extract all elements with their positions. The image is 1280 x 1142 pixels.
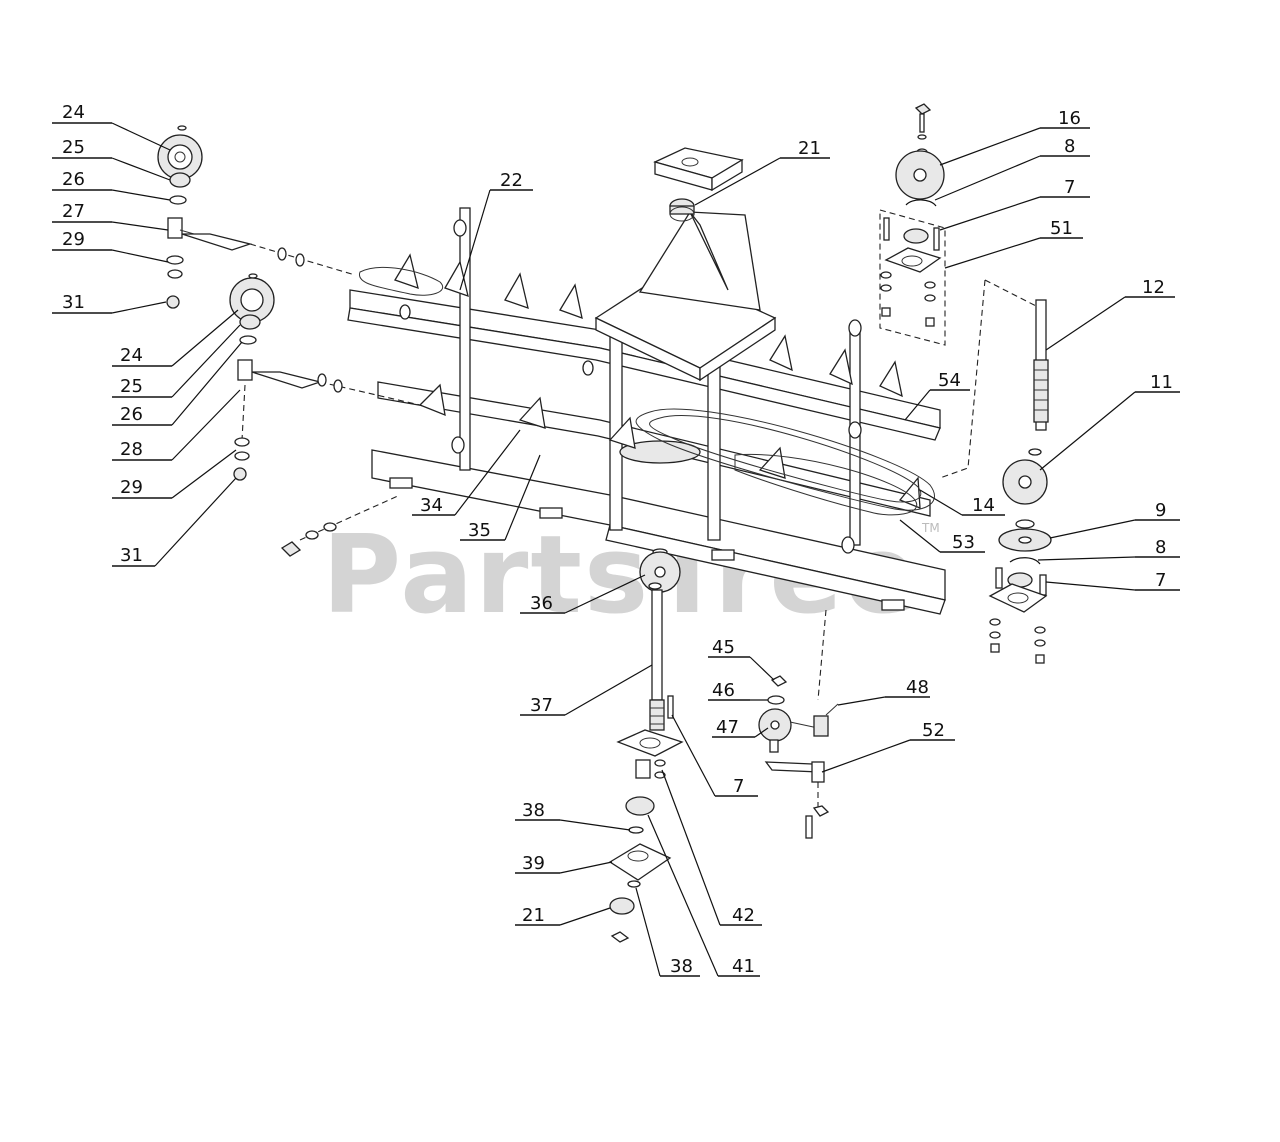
callout-54: 54 (938, 370, 961, 391)
callout-16: 16 (1058, 108, 1081, 129)
callout-53: 53 (952, 532, 975, 553)
callout-7: 7 (733, 776, 744, 797)
callout-7: 7 (1064, 177, 1075, 198)
arm-assembly (758, 609, 839, 839)
right-top-assembly (879, 103, 946, 346)
callout-36: 36 (530, 593, 553, 614)
center-shaft-assembly (608, 548, 684, 943)
part-21-top (653, 147, 744, 222)
callout-26: 26 (62, 169, 85, 190)
callout-11: 11 (1150, 372, 1173, 393)
callout-28: 28 (120, 439, 143, 460)
callout-29: 29 (120, 477, 143, 498)
callout-42: 42 (732, 905, 755, 926)
callout-22: 22 (500, 170, 523, 191)
main-frame (347, 207, 946, 615)
callout-8: 8 (1155, 537, 1166, 558)
callout-12: 12 (1142, 277, 1165, 298)
callout-52: 52 (922, 720, 945, 741)
callout-29: 29 (62, 229, 85, 250)
callout-39: 39 (522, 853, 545, 874)
callout-25: 25 (120, 376, 143, 397)
callout-7: 7 (1155, 570, 1166, 591)
callout-51: 51 (1050, 218, 1073, 239)
callout-48: 48 (906, 677, 929, 698)
callout-26: 26 (120, 404, 143, 425)
callout-21: 21 (522, 905, 545, 926)
callout-21: 21 (798, 138, 821, 159)
callout-14: 14 (972, 495, 995, 516)
left-bolt (280, 494, 401, 557)
callout-9: 9 (1155, 500, 1166, 521)
left-top-assembly (157, 125, 356, 309)
tines-top (394, 253, 903, 398)
callout-38: 38 (522, 800, 545, 821)
tines-middle (418, 383, 921, 509)
leader-lines (52, 122, 1180, 977)
callout-24: 24 (62, 102, 85, 123)
callout-37: 37 (530, 695, 553, 716)
callout-labels: 24 25 26 27 29 31 24 25 26 28 29 31 22 2… (62, 102, 1173, 977)
callout-47: 47 (716, 717, 739, 738)
callout-45: 45 (712, 637, 735, 658)
callout-27: 27 (62, 201, 85, 222)
callout-31: 31 (120, 545, 143, 566)
callout-25: 25 (62, 137, 85, 158)
callout-34: 34 (420, 495, 443, 516)
callout-46: 46 (712, 680, 735, 701)
left-middle-assembly (229, 273, 421, 481)
right-shaft-assembly (939, 279, 1052, 664)
callout-41: 41 (732, 956, 755, 977)
callout-8: 8 (1064, 136, 1075, 157)
callout-24: 24 (120, 345, 143, 366)
callout-38: 38 (670, 956, 693, 977)
callout-35: 35 (468, 520, 491, 541)
callout-31: 31 (62, 292, 85, 313)
watermark-tm: TM (921, 521, 940, 535)
